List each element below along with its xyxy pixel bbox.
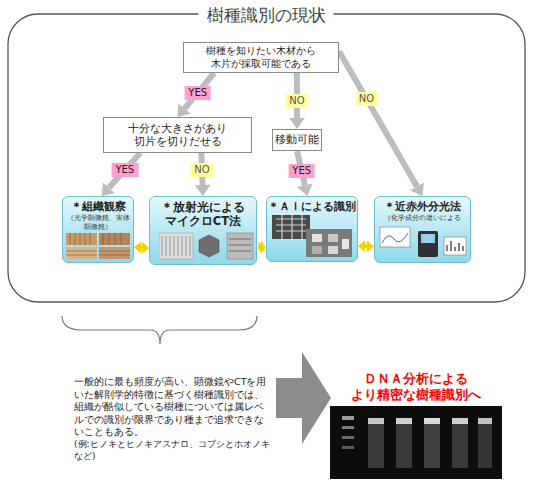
edge-label: YES (111, 163, 138, 177)
arrow-head (289, 118, 305, 129)
nir-instruments (378, 225, 468, 259)
connector (339, 51, 424, 196)
handheld-device (418, 231, 438, 257)
method-box: ＊放射光による マイクロCT法 (149, 196, 257, 265)
gel-band (342, 426, 354, 429)
arrow-head (410, 182, 424, 196)
ai-cell (328, 246, 338, 254)
connector-line (339, 51, 417, 186)
ai-image (272, 215, 310, 239)
box-heading: ＊放射光による マイクロCT法 (159, 200, 247, 229)
connector (178, 73, 215, 117)
arrow-head (142, 242, 149, 254)
tissue-grain (66, 233, 130, 255)
question-box: 樹種を知りたい木材から 木片が採取可能である (183, 42, 339, 73)
ai-grid (276, 215, 306, 239)
box-heading: 十分な大きさがあり 切片を切りだせる (126, 122, 229, 148)
ai-image (306, 229, 352, 257)
gel-lane (396, 418, 412, 468)
note-example: (例:ヒノキとヒノキアスナロ、コブシとホオノキなど) (74, 439, 272, 463)
box-heading: ＊組織観察 (65, 200, 131, 214)
tissue-photos (66, 233, 130, 259)
connector-line (141, 246, 142, 250)
ct-stripes (162, 236, 190, 256)
gel-lane (424, 418, 440, 468)
spectrum-chart (380, 227, 410, 247)
arrow-head (358, 240, 365, 252)
arrow-head (102, 182, 115, 196)
box-heading: ＊近赤外分光法 (377, 200, 468, 214)
edge-label: NO (190, 163, 213, 177)
box-note: （化学成分の違いによる (377, 214, 468, 223)
ct-images (159, 231, 255, 261)
method-box: ＊近赤外分光法（化学成分の違いによる (374, 196, 471, 263)
connector (257, 241, 266, 254)
connector (134, 242, 149, 254)
arrow-head (297, 183, 313, 196)
result-bars (447, 241, 463, 251)
ai-images (270, 215, 354, 257)
frame-outline (8, 14, 525, 302)
arrow-head (367, 240, 374, 252)
gel-band (396, 418, 412, 424)
ct-sample (199, 235, 219, 257)
spectrum-line (382, 233, 408, 243)
device-screen (421, 234, 435, 243)
gel-lane (452, 418, 468, 468)
gel-lanes (342, 416, 492, 468)
gel-band (368, 418, 384, 424)
box-heading: 移動可能 (275, 133, 319, 146)
question-box: 移動可能 (272, 129, 322, 151)
gel-band (452, 418, 468, 424)
big-arrow (276, 352, 331, 444)
connector-line (365, 244, 367, 248)
tissue-photo (99, 247, 130, 259)
dna-callout: ＤＮＡ分析による より精密な樹種識別へ (336, 371, 496, 402)
arrow-head (195, 185, 211, 196)
ai-cell (342, 239, 349, 249)
box-heading: 樹種を知りたい木材から 木片が採取可能である (203, 45, 319, 70)
gel-band (342, 416, 354, 420)
note-block: 一般的に最も頻度が高い、顕微鏡やCTを用いた解剖学的特徴に基づく樹種識別では、組… (74, 376, 272, 462)
arrow-head (134, 242, 141, 254)
gel-band (342, 436, 354, 439)
gel-lane (368, 418, 384, 468)
gel-band (478, 418, 492, 424)
edge-label: NO (285, 94, 308, 108)
question-box: 十分な大きさがあり 切片を切りだせる (103, 117, 252, 153)
ct-slice (159, 233, 193, 259)
box-note: （光学顕微鏡、実体顕微鏡） (65, 214, 131, 232)
edge-label: YES (288, 164, 315, 178)
gel-lane (478, 418, 492, 468)
tissue-photo (66, 247, 97, 259)
ct-volume (227, 233, 253, 259)
diagram-title: 樹種識別の現状 (199, 5, 334, 25)
ct-layers (229, 239, 251, 251)
tissue-photo (99, 233, 130, 245)
curly-bracket (62, 316, 257, 344)
connector-line (109, 153, 140, 188)
gel-band (424, 418, 440, 424)
result-chart (444, 237, 466, 255)
tissue-photo (66, 233, 97, 245)
ai-cell (328, 234, 338, 242)
note-text: 一般的に最も頻度が高い、顕微鏡やCTを用いた解剖学的特徴に基づく樹種識別では、組… (74, 376, 272, 439)
arrow-head (178, 103, 191, 117)
edge-label: NO (355, 92, 378, 106)
ai-cell (312, 246, 322, 254)
box-heading: ＊ＡＩによる識別 (268, 200, 356, 213)
method-box: ＊ＡＩによる識別 (266, 196, 358, 262)
connector (102, 153, 141, 196)
ai-cell (312, 234, 322, 242)
method-box: ＊組織観察（光学顕微鏡、実体顕微鏡） (62, 196, 134, 263)
connector-line (185, 73, 215, 109)
arrow-head (257, 241, 265, 253)
gel-photo (330, 406, 502, 479)
connector (358, 240, 374, 252)
gel-band (342, 446, 354, 449)
edge-label: YES (184, 86, 211, 100)
